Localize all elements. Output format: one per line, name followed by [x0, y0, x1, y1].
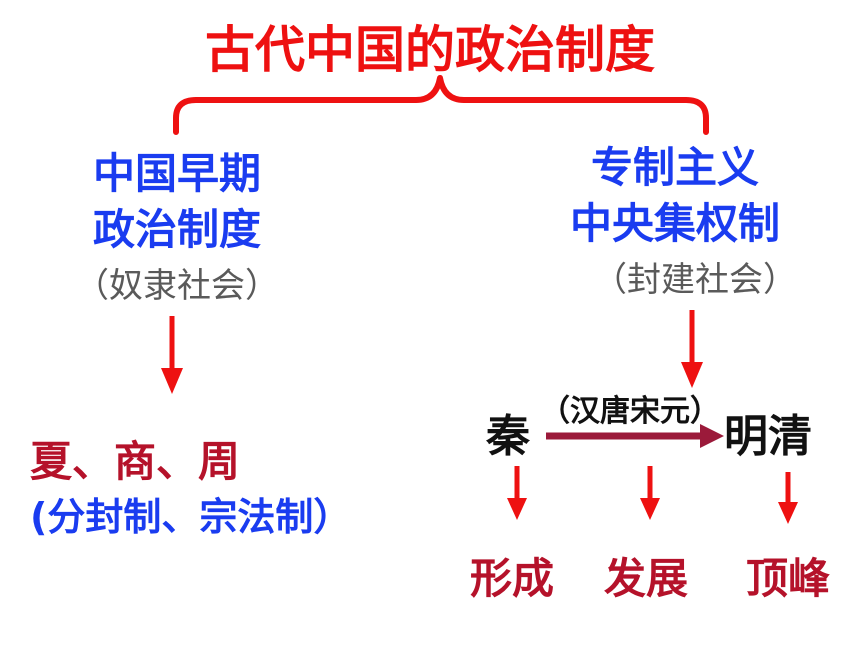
- diagram-title: 古代中国的政治制度: [205, 21, 655, 79]
- stage-peak-label: 顶峰: [746, 554, 831, 603]
- early-systems-label: (分封制、宗法制）: [30, 495, 352, 539]
- left-down-arrow: [161, 316, 183, 394]
- right-down-arrow: [681, 310, 703, 388]
- centralized-system-heading-line2: 中央集权制: [569, 199, 780, 248]
- feudal-society-label: （封建社会）: [593, 260, 797, 300]
- timeline-end-label: 明清: [724, 411, 812, 462]
- stage-arrow-peak: [778, 472, 798, 524]
- top-brace: [173, 75, 709, 135]
- stage-arrow-development: [640, 466, 660, 520]
- slave-society-label: （奴隶社会）: [75, 266, 279, 306]
- early-dynasties-label: 夏、商、周: [30, 437, 241, 486]
- stage-formation-label: 形成: [470, 554, 555, 603]
- timeline-middle-label: （汉唐宋元）: [540, 394, 720, 429]
- stage-development-label: 发展: [604, 554, 689, 603]
- timeline-arrow: [546, 424, 724, 448]
- timeline-start-label: 秦: [486, 411, 530, 462]
- early-system-heading-line1: 中国早期: [92, 149, 261, 198]
- early-system-heading-line2: 政治制度: [92, 205, 261, 254]
- centralized-system-heading-line1: 专制主义: [590, 143, 759, 192]
- early-system-heading: 中国早期 政治制度: [52, 146, 302, 258]
- stage-arrow-formation: [507, 466, 527, 520]
- centralized-system-heading: 专制主义 中央集权制: [540, 140, 810, 252]
